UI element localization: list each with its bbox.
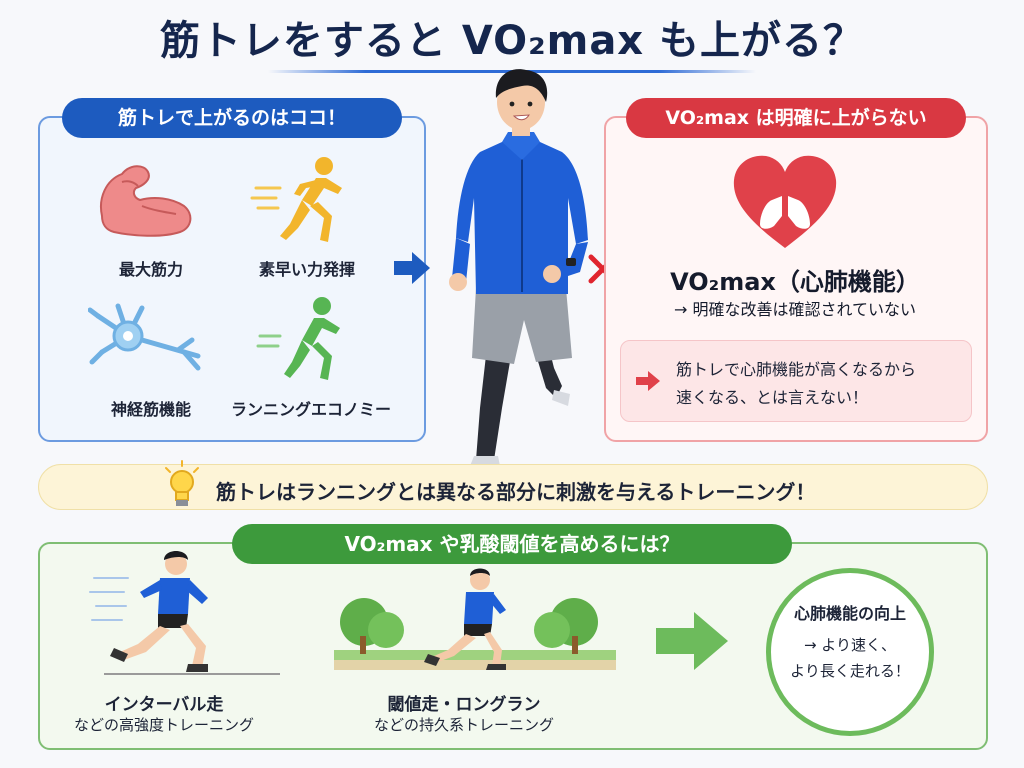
page-title: 筋トレをすると VO₂max も上がる？	[159, 18, 865, 64]
callout-box	[620, 340, 972, 422]
heart-lungs-icon	[733, 155, 837, 248]
result-line-2: より長く走れる！	[790, 662, 910, 680]
method-interval-sub: などの高強度トレーニング	[73, 716, 254, 734]
result-line-1: → より速く、	[803, 636, 897, 654]
sprinting-figure-icon	[250, 157, 342, 242]
callout-line-2: 速くなる、とは言えない！	[676, 388, 869, 407]
vo2max-metric-label: VO₂max（心肺機能）	[670, 268, 920, 296]
callout-line-1: 筋トレで心肺機能が高くなるから	[676, 360, 917, 379]
strength-benefits-heading: 筋トレで上がるのはココ！	[62, 98, 402, 138]
method-interval-label: インターバル走	[104, 695, 224, 715]
skill-label-rapid-force: 素早い力発揮	[258, 260, 355, 279]
flexed-arm-icon	[100, 165, 192, 237]
arrow-right-icon	[656, 612, 728, 670]
lightbulb-icon	[165, 460, 199, 506]
result-title: 心肺機能の向上	[793, 604, 906, 623]
running-figure-icon	[256, 297, 340, 380]
interval-runner-illustration	[89, 551, 280, 675]
improvement-heading: VO₂max や乳酸閾値を高めるには？	[232, 524, 792, 564]
skill-label-neuromuscular: 神経筋機能	[110, 400, 191, 419]
tip-text: 筋トレはランニングとは異なる部分に刺激を与えるトレーニング！	[216, 480, 816, 504]
vo2max-metric-note: → 明確な改善は確認されていない	[673, 300, 916, 319]
runner-illustration	[449, 69, 588, 466]
skill-label-running-economy: ランニングエコノミー	[230, 400, 391, 419]
result-circle	[766, 568, 934, 736]
vo2max-heading: VO₂max は明確に上がらない	[626, 98, 966, 138]
neuron-icon	[88, 303, 201, 371]
strength-benefits-panel	[38, 116, 426, 442]
tip-banner	[38, 464, 988, 510]
skill-label-max-strength: 最大筋力	[118, 260, 183, 279]
arrow-right-icon	[636, 371, 660, 391]
method-threshold-sub: などの持久系トレーニング	[373, 716, 554, 734]
method-threshold-label: 閾値走・ロングラン	[387, 695, 541, 715]
long-run-illustration	[334, 568, 616, 670]
arrow-right-icon	[394, 252, 430, 284]
